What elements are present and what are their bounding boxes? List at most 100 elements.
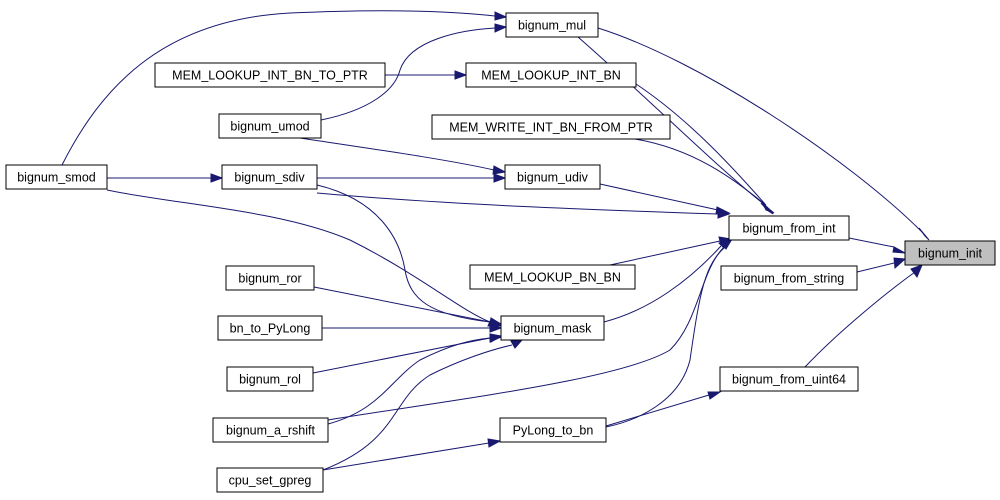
node-label: MEM_WRITE_INT_BN_FROM_PTR (449, 121, 653, 135)
node-bignum-umod[interactable]: bignum_umod (218, 113, 322, 139)
edge-line (609, 240, 721, 266)
node-box (216, 467, 324, 493)
edge-PyLong_to_bn-to-bignum_from_uint64 (605, 391, 722, 427)
arrowhead (493, 173, 507, 183)
node-label: bignum_udiv (517, 171, 589, 185)
arrowhead (487, 438, 502, 448)
edge-bn_to_PyLong-to-bignum_mask (322, 323, 503, 333)
node-label: bignum_umod (230, 120, 309, 134)
node-bignum-a-rshift[interactable]: bignum_a_rshift (212, 417, 329, 443)
node-box (904, 240, 996, 266)
edge-cpu_set_gpreg-to-PyLong_to_bn (322, 438, 502, 471)
edge-bignum_ror-to-bignum_mask (313, 286, 503, 327)
node-bignum-smod[interactable]: bignum_smod (5, 164, 108, 190)
edge-bignum_from_string-to-bignum_init (856, 257, 907, 273)
node-label: bignum_mask (514, 322, 593, 336)
node-label: bignum_from_string (734, 272, 845, 286)
edge-line (856, 262, 895, 273)
node-box (212, 417, 329, 443)
node-box (469, 264, 636, 290)
arrowhead (707, 391, 722, 400)
arrowhead (762, 203, 775, 214)
edge-line (61, 10, 496, 166)
node-box (217, 315, 323, 341)
arrowhead (454, 70, 468, 80)
node-label: MEM_LOOKUP_INT_BN_TO_PTR (172, 69, 368, 83)
node-label: bignum_smod (17, 171, 96, 185)
arrowhead (892, 246, 906, 254)
arrowhead (717, 209, 731, 219)
arrowhead (494, 23, 508, 33)
node-bignum-rol[interactable]: bignum_rol (226, 366, 314, 392)
node-bignum-from-int[interactable]: bignum_from_int (728, 215, 850, 241)
node-bignum-sdiv[interactable]: bignum_sdiv (221, 164, 318, 190)
arrowhead (918, 227, 930, 241)
node-bn-to-pylong[interactable]: bn_to_PyLong (217, 315, 323, 341)
node-cpu-set-gpreg[interactable]: cpu_set_gpreg (216, 467, 324, 493)
edge-line (327, 337, 491, 425)
node-label: bignum_from_int (742, 222, 836, 236)
node-bignum-init[interactable]: bignum_init (904, 240, 996, 266)
node-box (505, 12, 599, 38)
edge-line (316, 184, 491, 323)
node-box (221, 164, 318, 190)
edge-bignum_rol-to-bignum_mask (312, 333, 503, 374)
edge-line (605, 394, 710, 427)
node-label: cpu_set_gpreg (229, 474, 312, 488)
edge-line (322, 442, 490, 471)
node-label: bignum_rol (239, 373, 301, 387)
edge-line (599, 183, 719, 211)
node-mem-lookup-int-bn[interactable]: MEM_LOOKUP_INT_BN (465, 62, 637, 88)
edges (61, 10, 930, 471)
node-label: bignum_from_uint64 (732, 373, 846, 387)
edge-line (313, 286, 491, 323)
edge-bignum_udiv-to-bignum_from_int (599, 183, 731, 215)
node-label: bn_to_PyLong (230, 322, 311, 336)
node-label: bignum_a_rshift (226, 424, 315, 438)
node-box (719, 366, 859, 392)
node-mem-lookup-int-bn-to-ptr[interactable]: MEM_LOOKUP_INT_BN_TO_PTR (154, 62, 386, 88)
node-mem-write-int-bn-from-ptr[interactable]: MEM_WRITE_INT_BN_FROM_PTR (431, 114, 671, 140)
node-box (218, 113, 322, 139)
edge-bignum_a_rshift-to-bignum_mask (327, 333, 503, 425)
node-bignum-udiv[interactable]: bignum_udiv (504, 164, 601, 190)
arrowhead (720, 238, 734, 250)
arrowhead (510, 339, 524, 349)
arrowhead (910, 264, 923, 278)
node-bignum-mask[interactable]: bignum_mask (500, 315, 605, 341)
node-box (500, 315, 605, 341)
nodes: bignum_init bignum_from_int bignum_from_st… (5, 12, 996, 493)
edge-line (634, 138, 767, 206)
node-box (226, 366, 314, 392)
node-label: PyLong_to_bn (513, 424, 594, 438)
node-bignum-ror[interactable]: bignum_ror (225, 265, 315, 291)
node-mem-lookup-bn-bn[interactable]: MEM_LOOKUP_BN_BN (469, 264, 636, 290)
edge-bignum_umod-to-bignum_udiv (299, 137, 507, 175)
node-label: bignum_sdiv (234, 171, 305, 185)
edge-bignum_smod-to-bignum_mask (106, 189, 503, 327)
node-bignum-from-string[interactable]: bignum_from_string (720, 265, 858, 291)
node-bignum-mul[interactable]: bignum_mul (505, 12, 599, 38)
node-box (225, 265, 315, 291)
arrowhead (492, 165, 507, 175)
edge-line (635, 83, 766, 205)
edge-line (597, 27, 923, 233)
node-box (504, 164, 601, 190)
node-box (720, 265, 858, 291)
arrowhead (210, 173, 224, 183)
node-bignum-from-uint64[interactable]: bignum_from_uint64 (719, 366, 859, 392)
node-label: MEM_LOOKUP_INT_BN (481, 69, 621, 83)
node-box (465, 62, 637, 88)
node-box (499, 417, 607, 443)
node-box (154, 62, 386, 88)
arrowhead (489, 317, 503, 327)
edge-line (603, 245, 722, 323)
edge-line (848, 237, 895, 248)
arrowhead (489, 323, 503, 333)
arrowhead (494, 11, 508, 21)
node-pylong-to-bn[interactable]: PyLong_to_bn (499, 417, 607, 443)
node-label: bignum_ror (238, 272, 301, 286)
node-box (728, 215, 850, 241)
edge-bignum_from_int-to-bignum_init (848, 237, 906, 254)
